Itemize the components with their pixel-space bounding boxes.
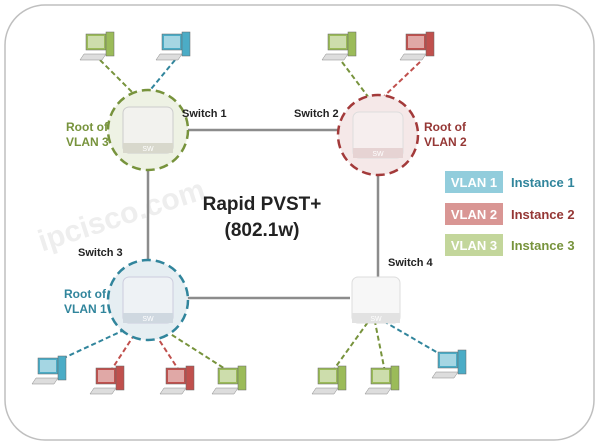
- pc-icon: [211, 365, 247, 395]
- switch-device-label: SW: [142, 146, 154, 153]
- switch-4[interactable]: SW: [351, 276, 401, 324]
- switch-device-label: SW: [372, 151, 384, 158]
- legend-vlan1: VLAN 1: [451, 175, 497, 190]
- legend-vlan2: VLAN 2: [451, 207, 497, 222]
- pc-icon: [431, 349, 467, 379]
- root-label-vlan1: Root of: [64, 287, 107, 301]
- switch-1-label: Switch 1: [182, 108, 227, 120]
- legend: VLAN 1 Instance 1 VLAN 2 Instance 2 VLAN…: [445, 171, 575, 256]
- diagram-subtitle: (802.1w): [225, 220, 300, 241]
- root-label-vlan3: Root of: [66, 120, 109, 134]
- diagram-title: Rapid PVST+: [203, 194, 322, 215]
- pc-icon: [159, 365, 195, 395]
- legend-box-vlan1: [445, 171, 503, 193]
- switch-device-label: SW: [142, 316, 154, 323]
- switch-2-label: Switch 2: [294, 108, 339, 120]
- access-links: [54, 59, 451, 373]
- root-label-vlan1-line2: VLAN 1: [64, 302, 107, 316]
- pc-icon: [31, 355, 67, 385]
- pc-icon: [399, 31, 435, 61]
- legend-vlan3: VLAN 3: [451, 238, 497, 253]
- root-label-vlan2: Root of: [424, 120, 467, 134]
- switch-2[interactable]: SW: [336, 93, 420, 177]
- root-label-vlan3-line2: VLAN 3: [66, 135, 109, 149]
- legend-instance2: Instance 2: [511, 207, 575, 222]
- legend-instance3: Instance 3: [511, 238, 575, 253]
- pc-icon: [79, 31, 115, 61]
- pc-group: [31, 31, 467, 395]
- pc-icon: [364, 365, 400, 395]
- pc-icon: [155, 31, 191, 61]
- switch-3[interactable]: SW: [106, 258, 190, 342]
- switch-3-label: Switch 3: [78, 247, 123, 259]
- root-label-vlan2-line2: VLAN 2: [424, 135, 467, 149]
- legend-box-vlan2: [445, 203, 503, 225]
- pc-icon: [311, 365, 347, 395]
- switch-device-label: SW: [370, 316, 382, 323]
- pc-icon: [321, 31, 357, 61]
- switch-1[interactable]: SW: [106, 88, 190, 172]
- switch-4-label: Switch 4: [388, 257, 434, 269]
- legend-box-vlan3: [445, 234, 503, 256]
- legend-instance1: Instance 1: [511, 175, 575, 190]
- pc-icon: [89, 365, 125, 395]
- trunk-links: [146, 128, 380, 300]
